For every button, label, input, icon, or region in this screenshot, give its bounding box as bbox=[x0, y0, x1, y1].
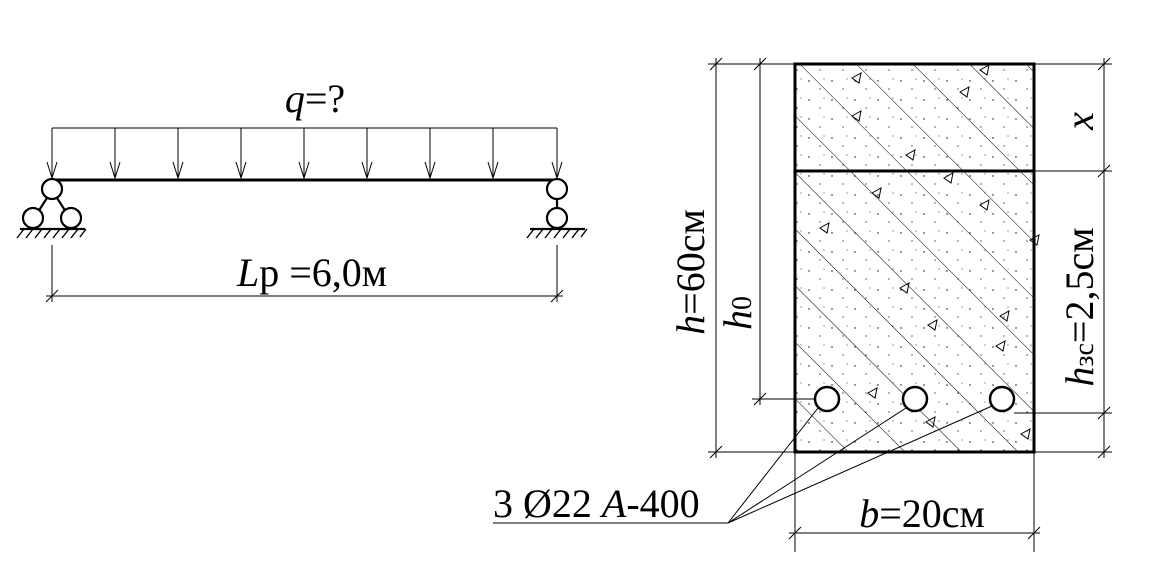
rebar-leader bbox=[493, 405, 993, 524]
aggregate-mark bbox=[943, 172, 954, 184]
extension-lines bbox=[708, 63, 1112, 552]
rebar bbox=[813, 385, 841, 413]
aggregate-mark bbox=[959, 86, 970, 98]
right-dimension bbox=[1097, 57, 1111, 459]
aggregate-mark bbox=[999, 310, 1010, 322]
roller-support-right bbox=[526, 177, 588, 239]
aggregate-mark bbox=[979, 64, 990, 76]
aggregate-mark bbox=[867, 387, 878, 399]
height-dimension bbox=[709, 57, 723, 459]
section-outline bbox=[793, 62, 1036, 454]
rebar bbox=[901, 385, 929, 413]
load-arrow bbox=[424, 128, 436, 180]
load-arrow bbox=[487, 128, 499, 180]
load-arrows bbox=[46, 128, 563, 180]
load-arrow bbox=[109, 128, 121, 180]
aggregate-mark bbox=[899, 282, 910, 294]
aggregate-mark bbox=[979, 199, 990, 211]
load-arrow bbox=[298, 128, 310, 180]
effective-depth-dimension bbox=[753, 57, 767, 406]
rebar-label: 3 Ø22 A-400 bbox=[493, 481, 700, 526]
aggregate-mark bbox=[905, 149, 916, 161]
span-label: Lр =6,0м bbox=[236, 250, 387, 295]
load-label: q=? bbox=[285, 76, 345, 121]
rebars bbox=[813, 385, 1016, 413]
aggregate-mark bbox=[851, 110, 862, 122]
pinned-support-left bbox=[16, 177, 87, 239]
load-arrow bbox=[551, 128, 563, 180]
width-label: b=20см bbox=[859, 491, 985, 536]
load-arrow bbox=[46, 128, 58, 180]
beam-scheme: q=? Lр =6,0м bbox=[16, 76, 588, 303]
aggregate-mark bbox=[925, 416, 936, 428]
load-arrow bbox=[361, 128, 373, 180]
compression-zone-label: x bbox=[1057, 112, 1102, 131]
aggregate-mark bbox=[851, 72, 862, 84]
aggregate-mark bbox=[995, 340, 1006, 352]
aggregate-mark bbox=[819, 222, 830, 234]
width-dimension bbox=[788, 526, 1041, 540]
aggregate-mark bbox=[871, 187, 882, 199]
cross-section: h=60см h0 x hзс=2,5см b=20см 3 Ø22 A-400 bbox=[493, 57, 1112, 552]
load-arrow bbox=[172, 128, 184, 180]
span-dimension bbox=[45, 245, 564, 303]
aggregate-mark bbox=[927, 319, 938, 331]
cover-label: hзс=2,5см bbox=[1057, 227, 1102, 386]
rebar bbox=[988, 385, 1016, 413]
aggregate-mark bbox=[1020, 428, 1031, 440]
height-label: h=60см bbox=[668, 209, 713, 335]
effective-depth-label: h0 bbox=[715, 296, 760, 330]
load-arrow bbox=[235, 128, 247, 180]
